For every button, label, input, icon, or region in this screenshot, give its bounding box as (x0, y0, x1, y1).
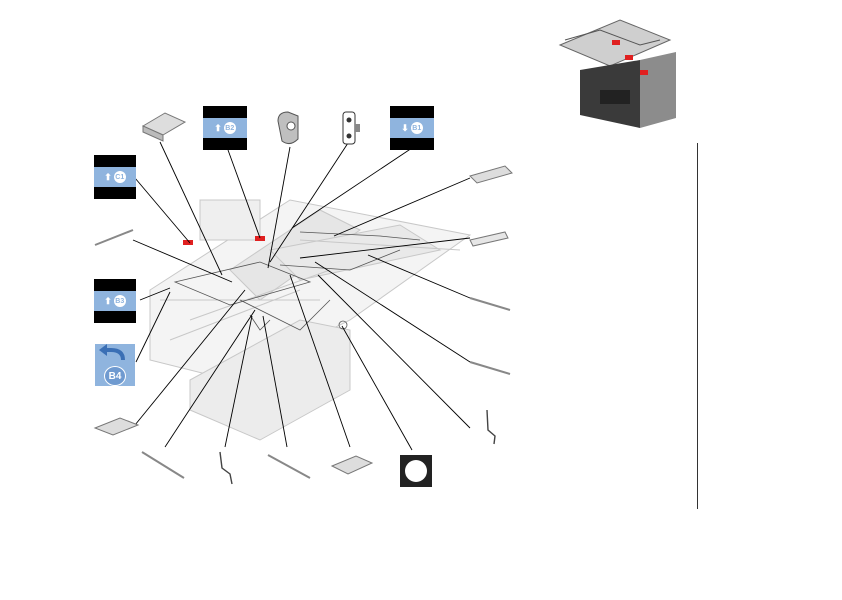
part-spring-lever-right (486, 409, 496, 445)
badge-c1: ⬆C1 (94, 155, 136, 199)
part-right-strip (469, 231, 509, 247)
part-shaft-2 (469, 361, 511, 375)
badge-b3: ⬆B3 (94, 279, 136, 323)
badge-b2: ⬆B2 (203, 106, 247, 150)
vertical-divider (697, 143, 698, 509)
part-top-right-plate (469, 165, 513, 184)
badge-c1-label: C1 (113, 171, 126, 183)
main-assembly (149, 199, 472, 441)
curved-arrow-icon (99, 344, 125, 361)
part-sensor-plate (342, 111, 360, 145)
assembled-unit-thumbnail (558, 19, 676, 128)
part-gasket-frame (400, 455, 432, 487)
badge-b1-label: B1 (410, 122, 423, 134)
part-bottom-shaft-1 (141, 451, 185, 479)
red-marker-c1 (183, 240, 193, 245)
badge-b3-label: B3 (113, 295, 126, 307)
arrow-up-icon: ⬆ (104, 171, 112, 182)
badge-b2-label: B2 (223, 122, 236, 134)
arrow-up-icon: ⬆ (104, 295, 112, 306)
part-spring-lever-bottom (219, 451, 233, 485)
badge-b1: ⬇B1 (390, 106, 434, 150)
part-shaft-1 (469, 297, 511, 311)
badge-b4: B4 (95, 344, 135, 386)
part-left-rod (94, 229, 134, 246)
part-cover-gray (277, 111, 299, 145)
red-marker-b2 (255, 236, 265, 241)
arrow-up-icon: ⬆ (214, 122, 222, 133)
arrow-down-icon: ⬇ (401, 122, 409, 133)
main-assembly-detail (173, 231, 421, 331)
part-top-bracket (141, 112, 187, 142)
part-bottom-plate (330, 455, 374, 475)
badge-b4-label: B4 (104, 366, 126, 386)
leader-lines (132, 139, 471, 451)
part-bottom-shaft-2 (267, 454, 311, 479)
part-bottom-left-tray (93, 417, 140, 436)
